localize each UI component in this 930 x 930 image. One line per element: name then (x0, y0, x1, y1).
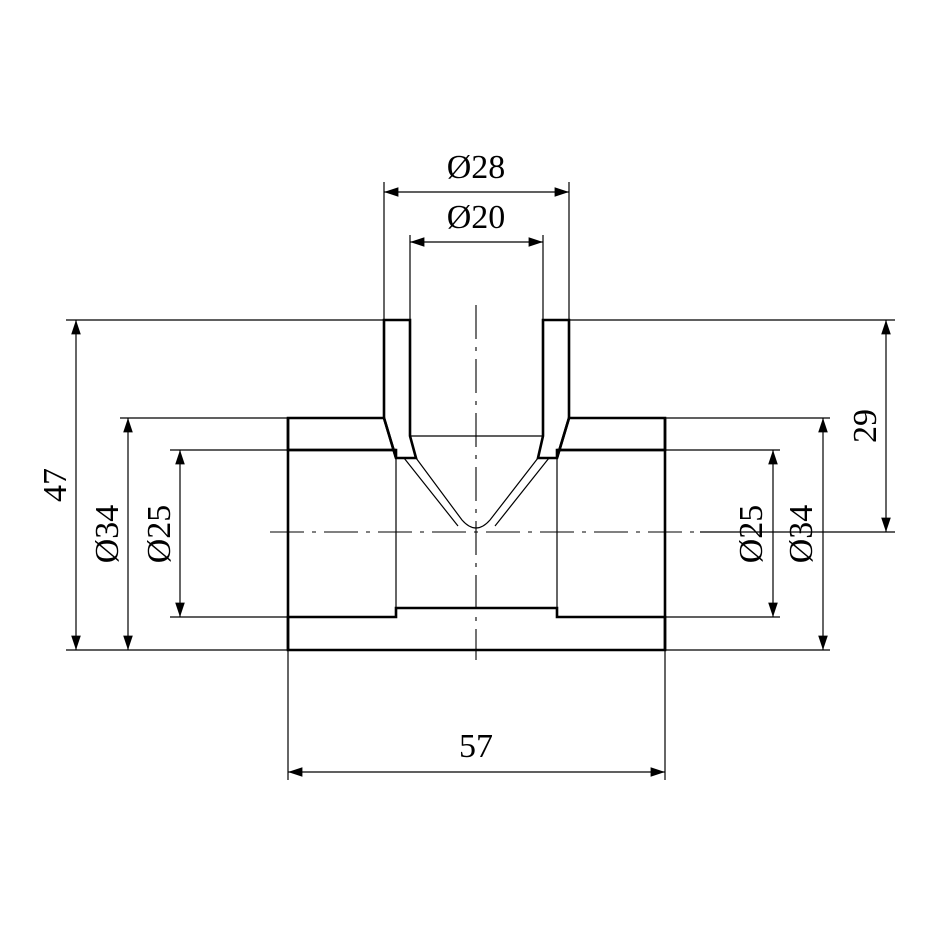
dim-top-outer-diameter: Ø28 (447, 149, 506, 186)
dim-left-outer-diameter: Ø34 (89, 505, 126, 564)
dimension-lines (71, 187, 891, 777)
dim-branch-height: 29 (847, 409, 884, 443)
dim-top-inner-diameter: Ø20 (447, 199, 506, 236)
dim-overall-length: 57 (459, 728, 493, 765)
center-lines (270, 305, 700, 660)
dim-right-inner-diameter: Ø25 (733, 505, 770, 564)
extension-lines (66, 182, 895, 780)
dim-left-inner-diameter: Ø25 (141, 505, 178, 564)
dim-overall-height: 47 (37, 468, 74, 502)
dim-right-outer-diameter: Ø34 (783, 505, 820, 564)
